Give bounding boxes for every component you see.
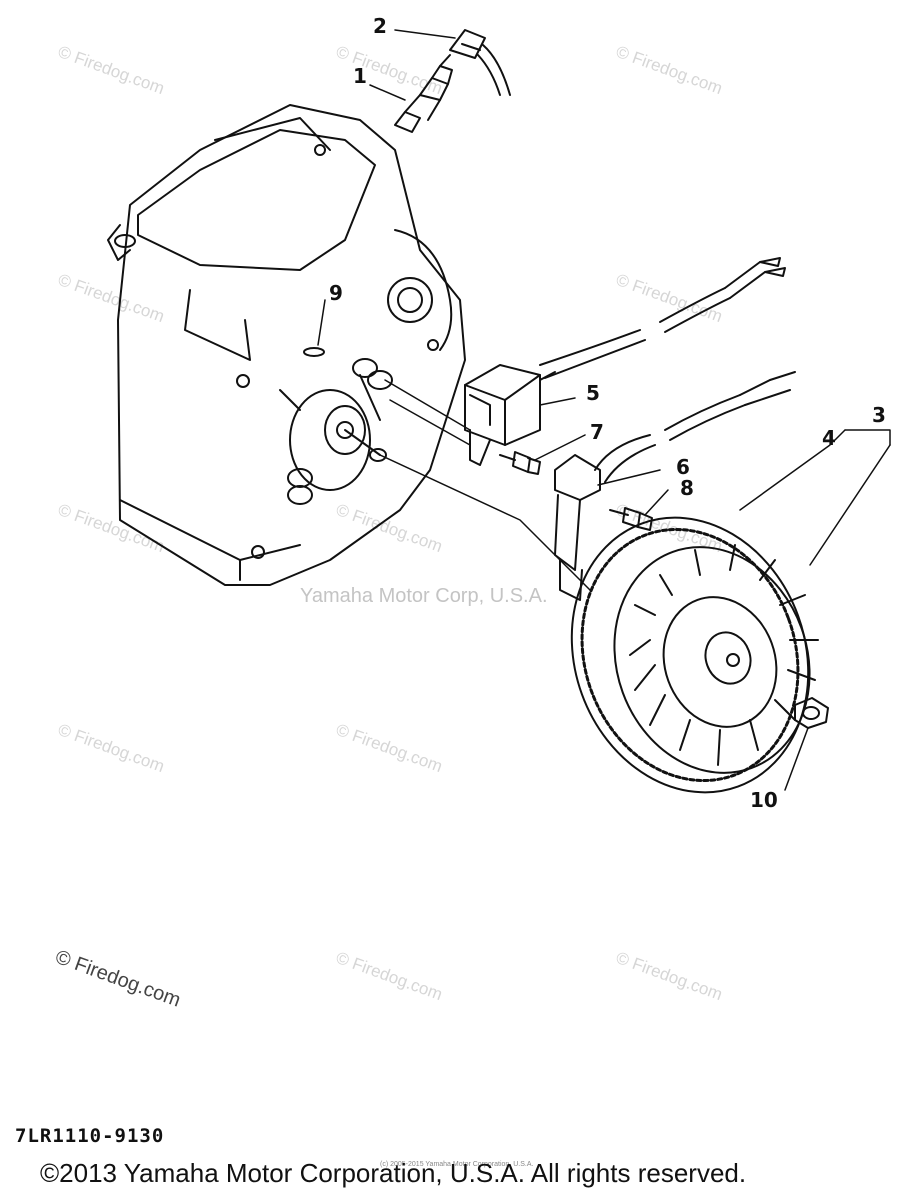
callout-2: 2 xyxy=(373,14,387,38)
charge-coil xyxy=(554,371,796,601)
callout-4: 4 xyxy=(822,426,836,450)
flywheel xyxy=(570,516,819,794)
plug-cap xyxy=(449,29,511,96)
woodruff-key xyxy=(303,347,325,357)
callout-8: 8 xyxy=(680,476,694,500)
bolt-7 xyxy=(499,451,541,475)
copyright-notice: ©2013 Yamaha Motor Corporation, U.S.A. A… xyxy=(40,1158,747,1188)
leader-lines xyxy=(317,29,891,791)
callout-6: 6 xyxy=(676,455,690,479)
callout-1: 1 xyxy=(353,64,367,88)
part-number: 7LR1110-9130 xyxy=(15,1125,165,1147)
flywheel-nut xyxy=(794,697,829,729)
spark-plug xyxy=(394,54,453,133)
callout-5: 5 xyxy=(586,381,600,405)
assembly-lines xyxy=(379,379,591,591)
bolt-8 xyxy=(609,507,653,531)
ignition-coil xyxy=(464,257,786,466)
callout-9: 9 xyxy=(329,281,343,305)
callout-3: 3 xyxy=(872,403,886,427)
diagram-credit: Yamaha Motor Corp, U.S.A. xyxy=(300,585,548,607)
callout-7: 7 xyxy=(590,420,604,444)
crankcase-block xyxy=(107,104,466,586)
small-credit: (c) 2005-2015 Yamaha Motor Corporation, … xyxy=(380,1161,534,1168)
callout-10: 10 xyxy=(750,788,778,812)
